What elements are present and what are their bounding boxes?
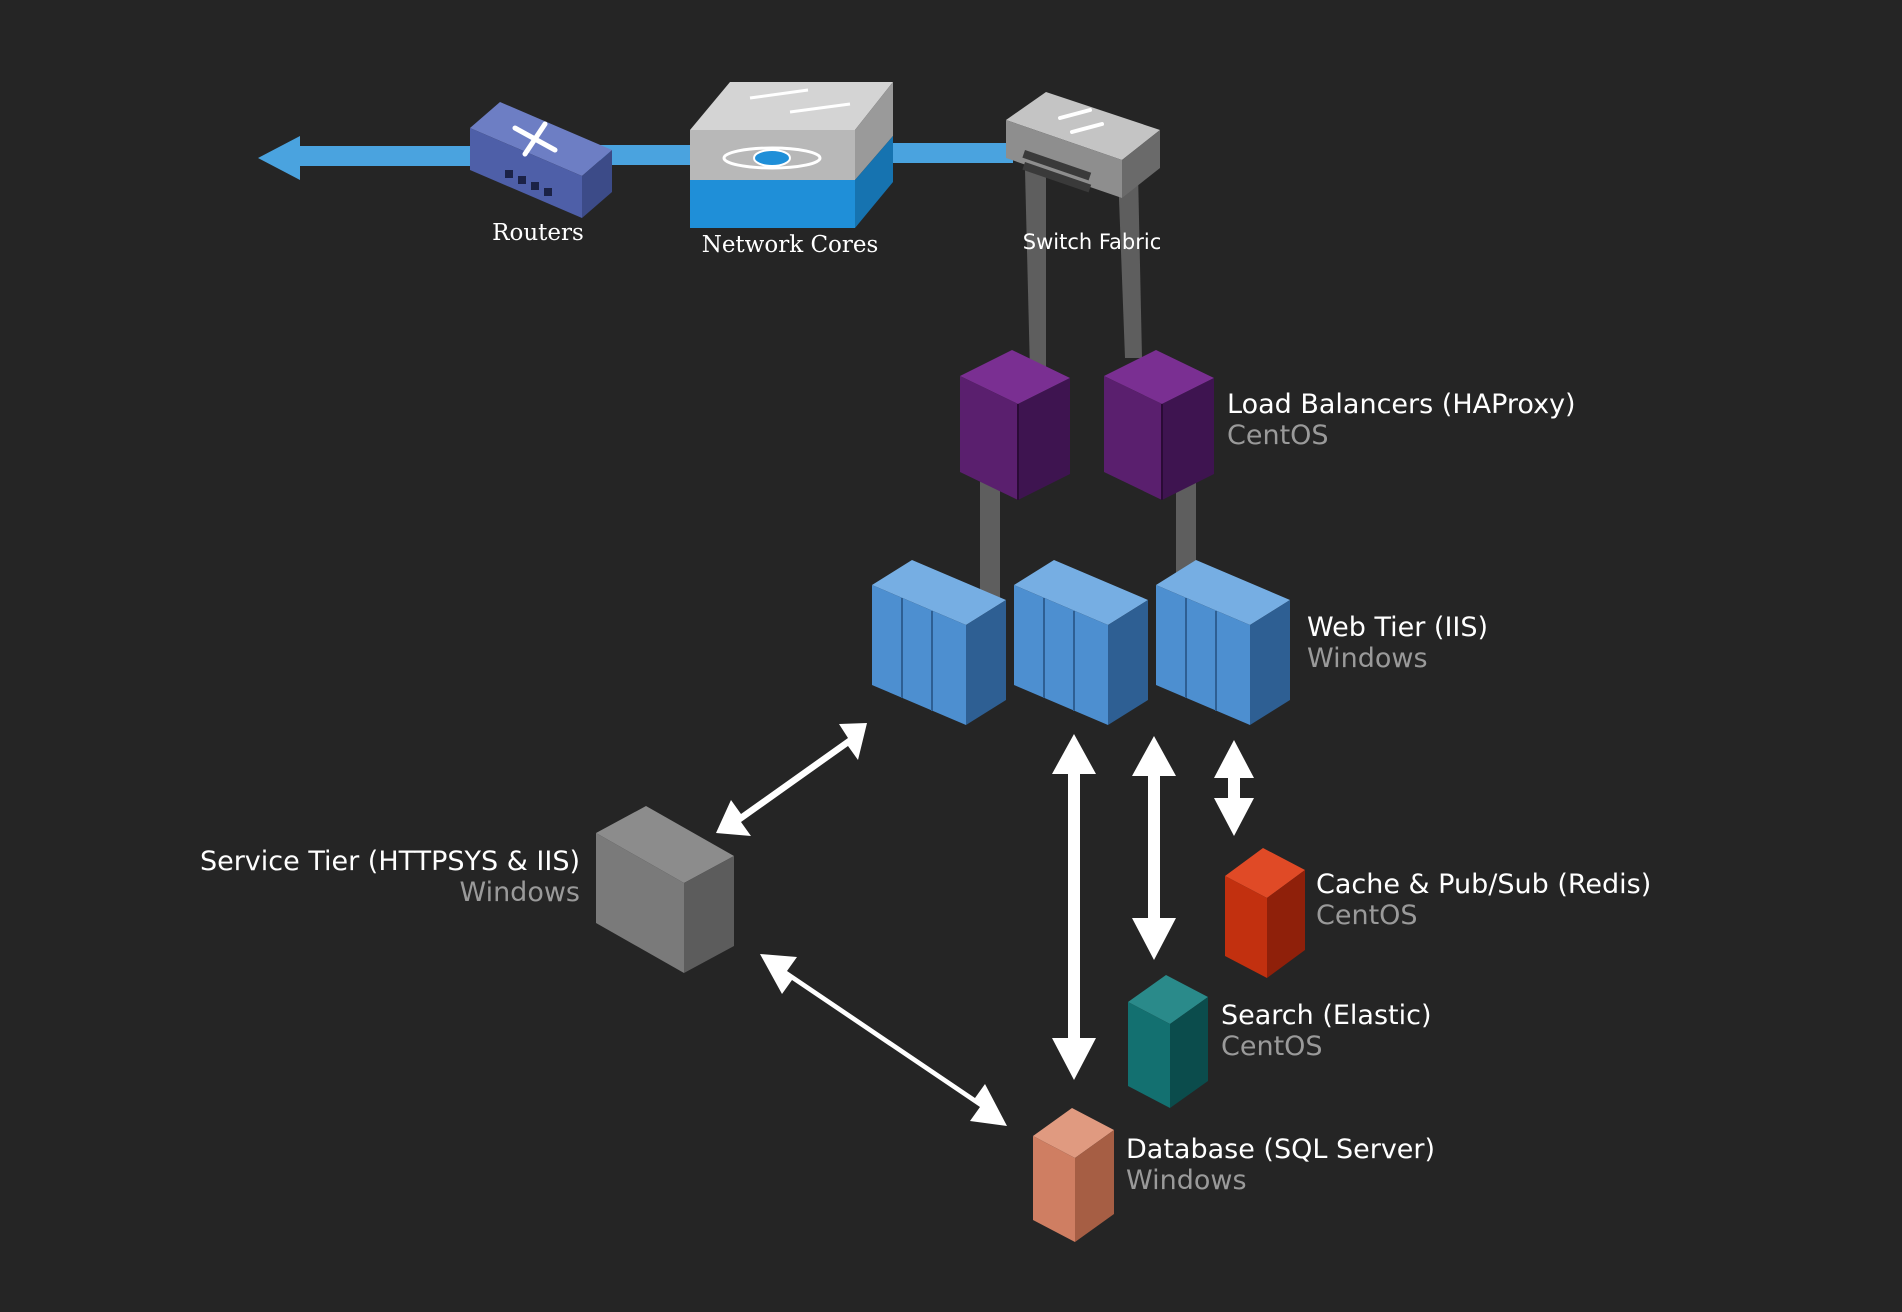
routers-label: Routers: [492, 220, 584, 246]
web-tier-label: Web Tier (IIS) Windows: [1307, 612, 1488, 674]
service-tier-os: Windows: [459, 877, 580, 909]
web-tier-os: Windows: [1307, 643, 1428, 675]
service-tier-title: Service Tier (HTTPSYS & IIS): [199, 846, 580, 877]
database-label: Database (SQL Server) Windows: [1126, 1134, 1435, 1196]
router-icon: [470, 102, 612, 218]
load-balancers-label: Load Balancers (HAProxy) CentOS: [1227, 389, 1576, 451]
search-server: [1128, 975, 1208, 1108]
network-core-icon: [690, 82, 893, 228]
search-label: Search (Elastic) CentOS: [1221, 1000, 1432, 1062]
load-balancers-title: Load Balancers (HAProxy): [1227, 389, 1576, 420]
cache-label: Cache & Pub/Sub (Redis) CentOS: [1316, 869, 1651, 931]
web-tier-server-group-3: [1156, 560, 1290, 725]
arrow-web-cache: [1214, 740, 1254, 836]
network-cores-label: Network Cores: [701, 232, 879, 258]
uplink-connection: [258, 136, 1013, 180]
cache-server: [1225, 848, 1305, 978]
search-os: CentOS: [1221, 1031, 1323, 1063]
switch-icon: [1006, 92, 1160, 198]
web-tier-server-group-2: [1014, 560, 1148, 725]
arrow-service-database: [760, 954, 1007, 1126]
load-balancer-server-1: [960, 350, 1070, 500]
web-tier-title: Web Tier (IIS): [1307, 612, 1489, 643]
cache-os: CentOS: [1316, 900, 1418, 932]
switch-fabric-label: Switch Fabric: [1022, 230, 1162, 254]
database-server: [1033, 1108, 1114, 1242]
web-tier-server-group-1: [872, 560, 1006, 725]
database-os: Windows: [1126, 1165, 1247, 1197]
search-title: Search (Elastic): [1221, 1000, 1432, 1031]
database-title: Database (SQL Server): [1126, 1134, 1436, 1165]
load-balancer-server-2: [1104, 350, 1214, 500]
arrow-web-service: [716, 723, 867, 836]
service-tier-label: Service Tier (HTTPSYS & IIS) Windows: [188, 846, 580, 908]
service-tier-server: [596, 806, 734, 973]
connection-arrows: [716, 723, 1254, 1126]
arrow-web-search: [1132, 736, 1176, 960]
cable-links: [980, 170, 1196, 600]
load-balancers-os: CentOS: [1227, 420, 1329, 452]
arrow-web-database: [1052, 734, 1096, 1080]
cache-title: Cache & Pub/Sub (Redis): [1316, 869, 1652, 900]
